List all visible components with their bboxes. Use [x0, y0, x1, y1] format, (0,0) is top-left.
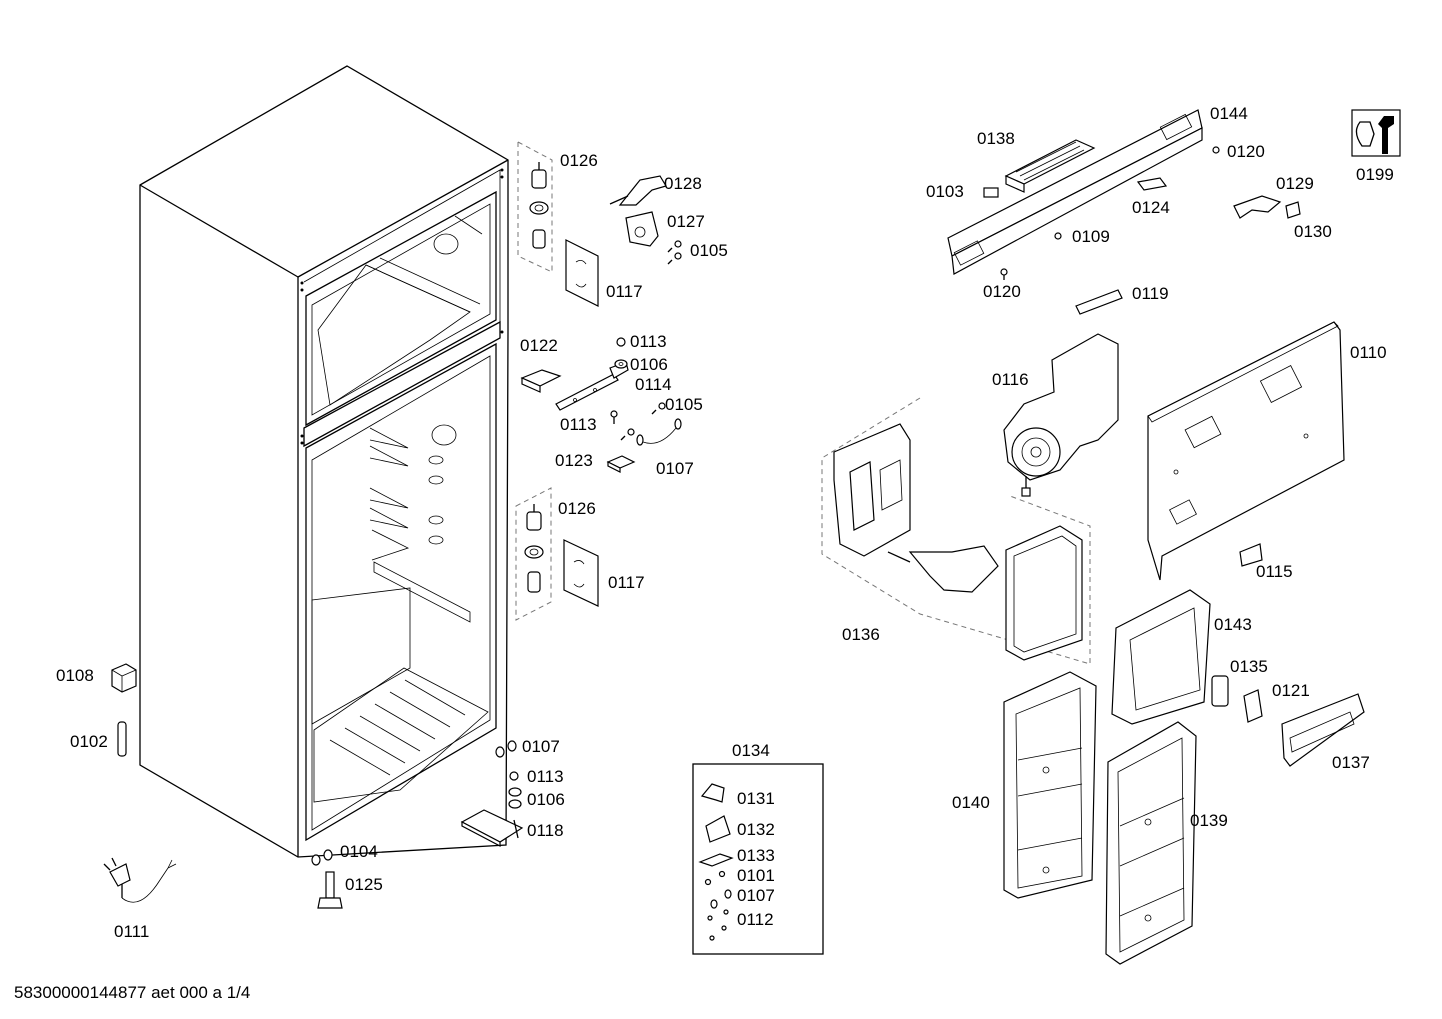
- label-0137: 0137: [1332, 753, 1370, 772]
- label-0117-top: 0117: [606, 282, 643, 301]
- back-panel-0110: [1147, 321, 1345, 581]
- label-0136: 0136: [842, 625, 880, 644]
- label-0134: 0134: [732, 741, 770, 760]
- cover-plate-0117-bottom: [563, 539, 599, 607]
- control-rail-0144: [947, 109, 1203, 275]
- bracket-0122: [520, 369, 562, 393]
- label-0128: 0128: [664, 174, 702, 193]
- hinge-0128: [609, 175, 667, 206]
- label-0123: 0123: [555, 451, 593, 470]
- label-0110: 0110: [1350, 343, 1387, 362]
- label-0116: 0116: [992, 370, 1029, 389]
- parts-kit-box: [692, 763, 824, 955]
- label-0108: 0108: [56, 666, 94, 685]
- duct-panel-0139: [1105, 721, 1197, 965]
- label-0132: 0132: [737, 820, 775, 839]
- bottom-hinge-0118: [460, 809, 524, 847]
- label-0119: 0119: [1132, 284, 1169, 303]
- block-0108: [111, 663, 137, 693]
- label-0106-b: 0106: [527, 790, 565, 809]
- clip-0123: [606, 455, 636, 473]
- label-0139: 0139: [1190, 811, 1228, 830]
- washers-bottom-group: [495, 740, 522, 809]
- tray-0143: [1111, 589, 1211, 725]
- pad-0130: [1285, 201, 1301, 219]
- label-0121: 0121: [1272, 681, 1310, 700]
- label-0125: 0125: [345, 875, 383, 894]
- bracket-0137: [1281, 693, 1365, 767]
- label-0101: 0101: [737, 866, 775, 885]
- refrigerator-cabinet: [139, 65, 509, 858]
- part-0135: [1211, 675, 1229, 707]
- label-0102: 0102: [70, 732, 108, 751]
- label-0103: 0103: [926, 182, 964, 201]
- clip-0115: [1239, 543, 1263, 567]
- label-0133: 0133: [737, 846, 775, 865]
- label-0106-a: 0106: [630, 355, 668, 374]
- label-0112: 0112: [737, 910, 774, 929]
- label-0122: 0122: [520, 336, 558, 355]
- pin-0107-a: [636, 418, 682, 446]
- clip-0103: [983, 187, 999, 198]
- label-0124: 0124: [1132, 198, 1170, 217]
- label-0113-c: 0113: [527, 767, 564, 786]
- hinge-plate-0114: [555, 361, 629, 411]
- washers-0113-0106-a: [614, 337, 628, 369]
- part-0121: [1243, 689, 1263, 723]
- vent-panel-0138: [1004, 139, 1096, 193]
- label-0131: 0131: [737, 789, 775, 808]
- label-0107-a: 0107: [656, 459, 694, 478]
- fan-housing-0116: [1003, 333, 1119, 497]
- label-0135: 0135: [1230, 657, 1268, 676]
- label-0104: 0104: [340, 842, 378, 861]
- duct-panel-0140: [1003, 671, 1097, 899]
- label-0118: 0118: [527, 821, 564, 840]
- label-0114: 0114: [635, 375, 672, 394]
- damper-assembly-0136: [821, 397, 1091, 665]
- label-0107-c: 0107: [737, 886, 775, 905]
- label-0144: 0144: [1210, 104, 1248, 123]
- bracket-0124: [1136, 177, 1168, 191]
- screw-0120-b: [1000, 268, 1008, 280]
- leveling-foot-0125: [317, 871, 343, 909]
- label-0113-b: 0113: [560, 415, 597, 434]
- label-0105-mid: 0105: [665, 395, 703, 414]
- hinge-bushing-group-bottom: [515, 487, 552, 621]
- screws-0105-a: [667, 240, 682, 265]
- label-0111: 0111: [114, 922, 149, 941]
- label-0143: 0143: [1214, 615, 1252, 634]
- label-0105-top: 0105: [690, 241, 728, 260]
- screws-0105-b: [610, 402, 666, 441]
- label-0140: 0140: [952, 793, 990, 812]
- label-0199: 0199: [1356, 165, 1394, 184]
- label-0115: 0115: [1256, 562, 1293, 581]
- screw-0109: [1054, 232, 1062, 240]
- part-labels: 0126 0128 0127 0105 0117 0122 0113 0106 …: [56, 104, 1394, 941]
- bracket-0129: [1233, 195, 1282, 219]
- label-0120-b: 0120: [983, 282, 1021, 301]
- cover-plate-0117-top: [565, 239, 599, 307]
- label-0109: 0109: [1072, 227, 1110, 246]
- document-id-footer: 58300000144877 aet 000 a 1/4: [14, 983, 250, 1002]
- washers-0104: [311, 849, 333, 866]
- label-0129: 0129: [1276, 174, 1314, 193]
- screw-0120-a: [1212, 146, 1220, 154]
- label-0107-b: 0107: [522, 737, 560, 756]
- label-0130: 0130: [1294, 222, 1332, 241]
- label-0120-a: 0120: [1227, 142, 1265, 161]
- power-cord-0111: [103, 857, 177, 903]
- label-0138: 0138: [977, 129, 1015, 148]
- service-wrench-icon: [1351, 109, 1401, 157]
- label-0113-a: 0113: [630, 332, 667, 351]
- hinge-bushing-group-top: [517, 141, 553, 273]
- hinge-cover-0127: [625, 211, 659, 247]
- label-0126-bottom: 0126: [558, 499, 596, 518]
- label-0126-top: 0126: [560, 151, 598, 170]
- strip-0119: [1075, 289, 1123, 315]
- label-0117-bottom: 0117: [608, 573, 645, 592]
- label-0127: 0127: [667, 212, 705, 231]
- cylinder-0102: [117, 721, 127, 757]
